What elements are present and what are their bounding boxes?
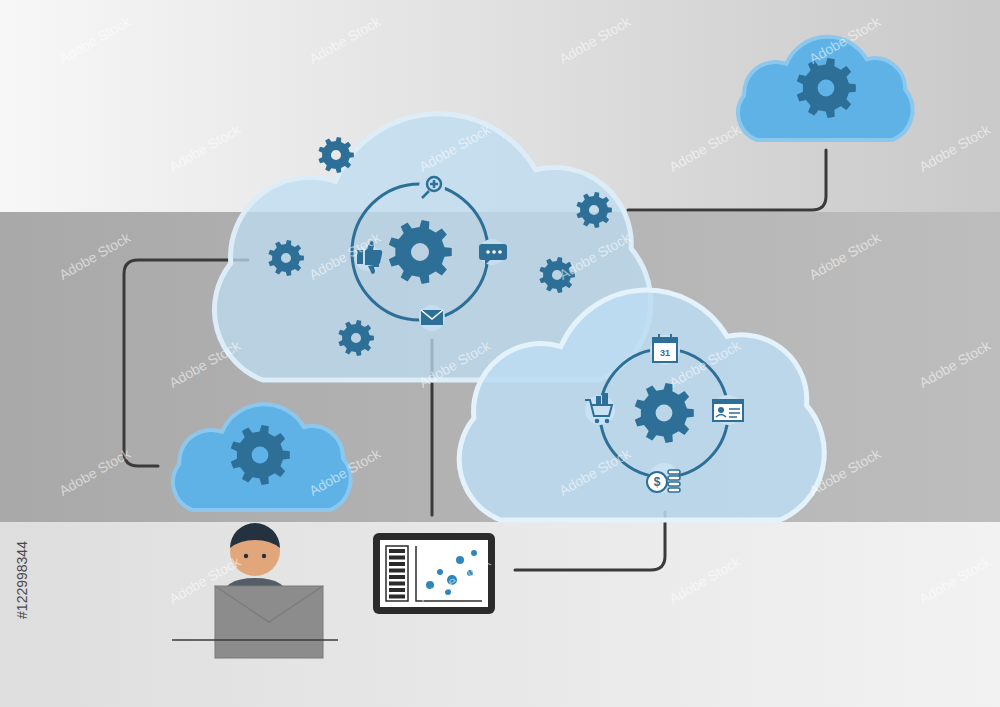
calendar-bar: [653, 338, 677, 343]
chat-dot: [486, 250, 490, 254]
calendar-day: 31: [660, 349, 670, 358]
id-card-bar: [713, 400, 743, 404]
gear-icon: [318, 137, 353, 173]
icon-ground: [419, 305, 445, 331]
gear-icon: [389, 220, 452, 284]
coin-stack: [668, 482, 680, 486]
cart-wheel: [595, 419, 600, 424]
chat-icon: [479, 244, 507, 265]
icon-ground: [585, 395, 615, 425]
id-card-face: [718, 407, 724, 413]
list-row: [389, 562, 405, 566]
person-eye: [262, 554, 266, 558]
list-panel: [386, 546, 408, 601]
cart-wheel: [605, 419, 610, 424]
coin-stack: [668, 476, 680, 480]
band-bottom: [0, 522, 1000, 707]
chart-dot: [456, 556, 464, 564]
desk-line: [172, 639, 338, 641]
list-row: [389, 588, 405, 592]
person-hair: [230, 523, 280, 548]
icon-ground: [713, 395, 743, 425]
chart-dot: [471, 550, 477, 556]
ring: [352, 184, 488, 320]
gear-icon: [797, 58, 856, 118]
list-row: [389, 595, 405, 599]
cloud-large: [459, 290, 824, 520]
gear-icon: [576, 192, 611, 228]
thumbs-down-icon: [368, 264, 379, 274]
chart-dot: [437, 569, 443, 575]
magnifier-icon: [422, 180, 438, 198]
cart-item: [602, 393, 608, 404]
list-row: [389, 549, 405, 553]
envelope-icon: [421, 310, 443, 325]
stock-id: #122998344: [15, 541, 29, 619]
cloud-small: [173, 404, 351, 510]
coin-stack: [668, 470, 680, 474]
calendar-icon: [653, 338, 677, 362]
gear-icon: [635, 383, 694, 443]
wire: [628, 150, 826, 210]
cart-item: [596, 396, 601, 404]
cloud-services: [268, 137, 611, 356]
wires: [124, 150, 826, 570]
tablet: [373, 533, 495, 614]
coin-stack: [668, 488, 680, 492]
icon-ground: [650, 335, 680, 365]
gear-icon: [231, 425, 290, 485]
list-row: [389, 582, 405, 586]
laptop: [215, 586, 323, 658]
coin-icon: [647, 472, 667, 492]
band-middle: [0, 212, 1000, 522]
gear-icon: [268, 240, 303, 276]
id-card-icon: [713, 400, 743, 421]
chat-dot: [498, 250, 502, 254]
currency-sign: $: [654, 476, 661, 488]
chat-dot: [492, 250, 496, 254]
list-row: [389, 556, 405, 560]
calendar-ring: [659, 334, 671, 341]
envelope-flap: [421, 310, 443, 319]
tablet-frame: [373, 533, 495, 614]
list-row: [389, 575, 405, 579]
gear-icon: [338, 320, 373, 356]
person-eye: [244, 554, 248, 558]
list-row: [389, 569, 405, 573]
id-card-lines: [716, 409, 740, 417]
icon-ground: [419, 174, 445, 200]
laptop-fold: [215, 586, 323, 622]
